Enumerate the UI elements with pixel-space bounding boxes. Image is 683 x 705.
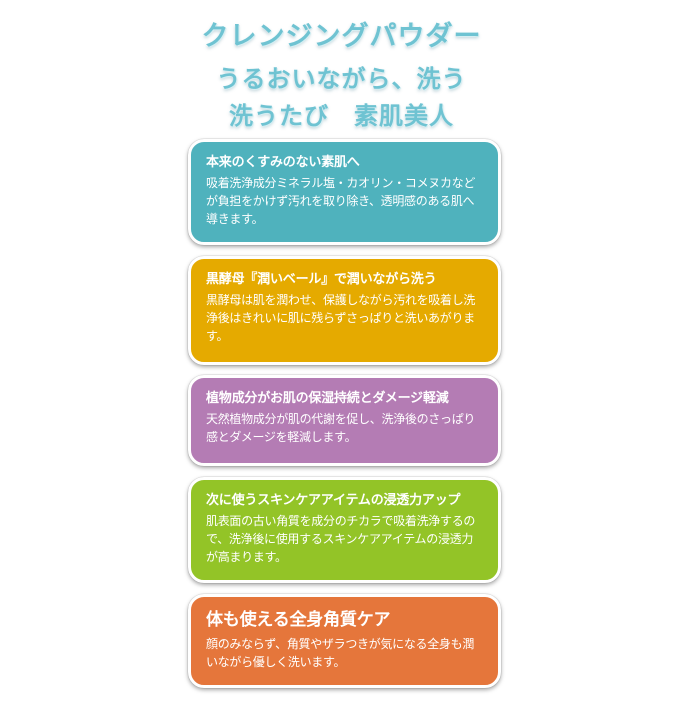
feature-card-body: 吸着洗浄成分ミネラル塩・カオリン・コメヌカなどが負担をかけず汚れを取り除き、透明… <box>206 176 476 226</box>
feature-card-plant-extracts: 植物成分がお肌の保湿持続とダメージ軽減 天然植物成分が肌の代謝を促し、洗浄後のさ… <box>188 375 501 466</box>
feature-card-title: 本来のくすみのない素肌へ <box>206 155 360 170</box>
feature-card-body: 顔のみならず、角質やザラつきが気になる全身も潤いながら優しく洗います。 <box>206 637 475 669</box>
feature-card-penetration: 次に使うスキンケアアイテムの浸透力アップ 肌表面の古い角質を成分のチカラで吸着洗… <box>188 477 501 583</box>
feature-card-title: 黒酵母『潤いベール』で潤いながら洗う <box>206 272 437 287</box>
tagline-1: うるおいながら、洗う <box>216 65 467 93</box>
feature-card-body: 天然植物成分が肌の代謝を促し、洗浄後のさっぱり感とダメージを軽減します。 <box>206 412 476 444</box>
tagline-2: 洗うたび 素肌美人 <box>229 102 454 130</box>
feature-card-body-care: 体も使える全身角質ケア 顔のみならず、角質やザラつきが気になる全身も潤いながら優… <box>188 594 501 688</box>
feature-card-body: 肌表面の古い角質を成分のチカラで吸着洗浄するので、洗浄後に使用するスキンケアアイ… <box>206 514 476 564</box>
feature-card-title: 植物成分がお肌の保湿持続とダメージ軽減 <box>206 391 449 406</box>
product-title: クレンジングパウダー <box>201 21 482 52</box>
feature-card-title: 体も使える全身角質ケア <box>206 610 391 630</box>
feature-card-title: 次に使うスキンケアアイテムの浸透力アップ <box>206 493 461 508</box>
feature-card-black-yeast: 黒酵母『潤いベール』で潤いながら洗う 黒酵母は肌を潤わせ、保護しながら汚れを吸着… <box>188 256 501 365</box>
feature-card-body: 黒酵母は肌を潤わせ、保護しながら汚れを吸着し洗浄後はきれいに肌に残らずさっぱりと… <box>206 293 476 343</box>
feature-card-clarity: 本来のくすみのない素肌へ 吸着洗浄成分ミネラル塩・カオリン・コメヌカなどが負担を… <box>188 139 501 245</box>
